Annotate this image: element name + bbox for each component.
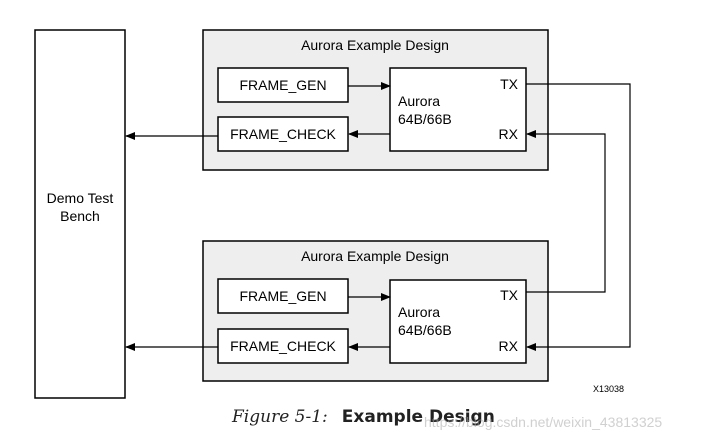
caption-title: Example Design	[341, 407, 495, 427]
bottom-aurora-core-box	[389, 279, 527, 364]
bottom-aurora-core-label-line1: Aurora	[398, 304, 440, 320]
bottom-tx-label: TX	[500, 287, 519, 303]
top-frame-check-label: FRAME_CHECK	[230, 126, 336, 142]
top-design-title: Aurora Example Design	[301, 37, 449, 53]
caption-number: Figure 5-1:	[232, 407, 328, 427]
top-tx-to-bottom-rx-link	[526, 83, 631, 351]
figure-caption: Figure 5-1: Example Design	[232, 407, 495, 427]
bottom-frame-check-box	[217, 328, 349, 364]
bottom-example-design: Aurora Example Design FRAME_GEN FRAME_CH…	[202, 240, 549, 382]
bottom-aurora-core-label-line2: 64B/66B	[398, 322, 452, 338]
top-rx-label: RX	[499, 126, 519, 142]
bottom-rx-label: RX	[499, 338, 519, 354]
watermark: https://blog.csdn.net/weixin_43813325	[424, 414, 663, 430]
demo-test-bench-label-line1: Demo Test	[47, 190, 114, 206]
bottom-frame-gen-box	[217, 278, 349, 314]
top-aurora-core-box	[389, 67, 527, 152]
top-tx-label: TX	[500, 76, 519, 92]
demo-test-bench-label-line2: Bench	[60, 208, 100, 224]
demo-test-bench-box	[34, 29, 126, 399]
figure-id: X13038	[593, 384, 624, 394]
top-frame-gen-label: FRAME_GEN	[239, 77, 326, 93]
bottom-frame-check-label: FRAME_CHECK	[230, 338, 336, 354]
top-frame-gen-box	[217, 67, 349, 103]
top-aurora-core-label-line1: Aurora	[398, 93, 440, 109]
bottom-design-title: Aurora Example Design	[301, 248, 449, 264]
top-aurora-core-label-line2: 64B/66B	[398, 111, 452, 127]
top-example-design: Aurora Example Design FRAME_GEN FRAME_CH…	[202, 29, 549, 171]
bottom-frame-gen-label: FRAME_GEN	[239, 288, 326, 304]
bottom-tx-to-top-rx-link	[526, 130, 606, 293]
